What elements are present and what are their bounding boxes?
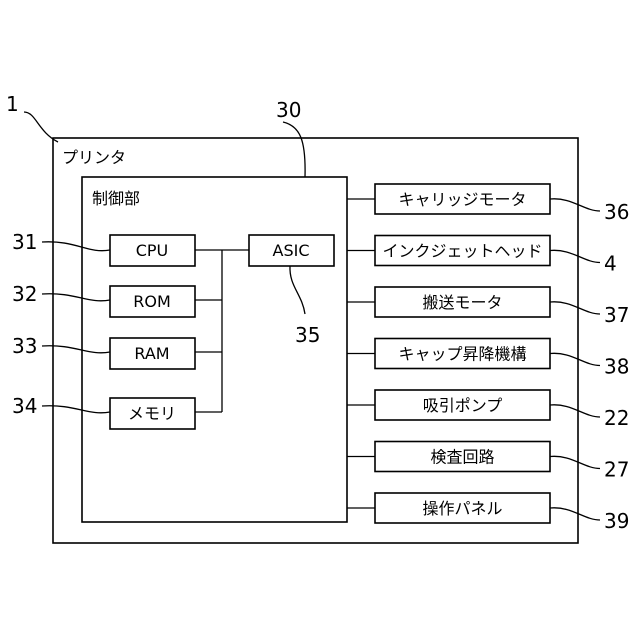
device-label: インクジェットヘッド [382, 242, 542, 261]
device-label: キャリッジモータ [398, 190, 526, 209]
asic-ref: 35 [295, 323, 320, 347]
cpu-ref: 31 [12, 230, 37, 254]
device-ref: 37 [604, 303, 629, 327]
device-ref: 38 [604, 355, 629, 379]
memory-label: メモリ [128, 404, 176, 423]
memory-ref: 34 [12, 394, 37, 418]
controller-ref: 30 [276, 98, 301, 122]
ram-ref: 33 [12, 334, 37, 358]
printer-ref: 1 [6, 92, 19, 116]
device-label: キャップ昇降機構 [398, 345, 526, 364]
device-label: 検査回路 [430, 448, 494, 467]
device-label: 吸引ポンプ [423, 396, 503, 415]
cpu-label: CPU [136, 241, 169, 260]
device-ref: 27 [604, 458, 629, 482]
device-ref: 39 [604, 509, 629, 533]
printer-label: プリンタ [62, 148, 126, 167]
rom-ref: 32 [12, 282, 37, 306]
asic-label: ASIC [273, 241, 310, 260]
device-ref: 36 [604, 200, 629, 224]
rom-label: ROM [133, 292, 171, 311]
ram-label: RAM [134, 344, 169, 363]
device-label: 操作パネル [422, 499, 502, 518]
device-ref: 4 [604, 252, 617, 276]
device-ref: 22 [604, 406, 629, 430]
device-label: 搬送モータ [422, 293, 502, 312]
controller-label: 制御部 [92, 189, 140, 208]
